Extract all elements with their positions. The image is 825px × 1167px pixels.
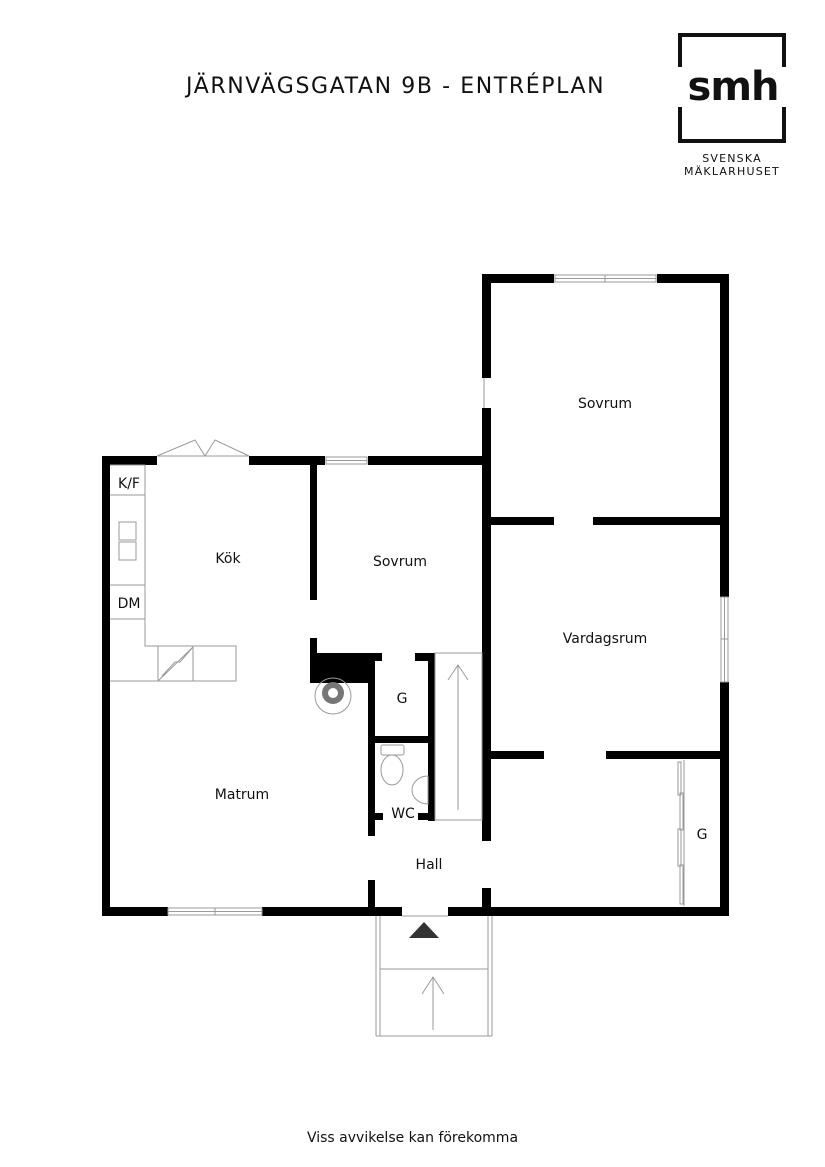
wall-north-right (657, 274, 729, 283)
windows (167, 274, 729, 916)
wall-vardag-hall-left (491, 751, 544, 759)
wall-central (482, 456, 491, 841)
label-sovrum-large: Sovrum (578, 396, 632, 412)
logo-line-1: SVENSKA (702, 152, 762, 165)
label-kok: Kök (215, 551, 241, 567)
stair-run (434, 652, 483, 821)
page-title: JÄRNVÄGSGATAN 9B - ENTRÉPLAN (186, 74, 606, 99)
label-vardagsrum: Vardagsrum (563, 631, 648, 647)
wall-south-mid (262, 907, 402, 916)
fireplace-icon (314, 677, 352, 715)
wall-stub (310, 638, 317, 658)
label-g-storage: G (397, 691, 408, 707)
wall-east-lower (720, 682, 729, 916)
wall-vardag-hall-right (606, 751, 720, 759)
wall-east-upper (720, 274, 729, 597)
wall-west-upper (482, 274, 491, 378)
label-matrum: Matrum (215, 787, 269, 803)
logo-wordmark: SVENSKA MÄKLARHUSET (670, 152, 794, 178)
disclaimer: Viss avvikelse kan förekomma (306, 1130, 519, 1146)
wall-wc-stub-right (418, 813, 430, 820)
wall-sovrum-vardag-right (593, 517, 720, 525)
wall-hall-stub-right (482, 888, 491, 910)
entrance-triangle-icon (409, 922, 439, 938)
logo-mark: smh (672, 67, 794, 107)
wardrobe (677, 760, 685, 906)
wall-g-top-left (317, 653, 382, 661)
sink-basin-1 (118, 521, 137, 541)
wall-kok-sovrum (310, 465, 317, 600)
wall-south-left (102, 907, 168, 916)
toilet-icon (380, 754, 404, 786)
kitchen-fixtures (110, 439, 250, 682)
wall-north-kitchen-left (102, 456, 157, 465)
hob-icon (157, 646, 194, 682)
label-sovrum-small: Sovrum (373, 554, 427, 570)
wall-g-east (428, 653, 435, 821)
wall-north-sovrum (368, 456, 490, 465)
label-kf: K/F (118, 476, 140, 492)
wc-fixtures (380, 744, 429, 805)
entrance-steps (375, 915, 493, 1037)
sink-icon (411, 775, 429, 805)
label-hall: Hall (416, 857, 443, 873)
logo-line-2: MÄKLARHUSET (684, 165, 780, 178)
wall-north-left (482, 274, 554, 283)
wall-west-mid (482, 408, 491, 458)
room-labels: K/F DM Kök Sovrum Sovrum Vardagsrum Matr… (118, 396, 708, 873)
wall-hall-stub-left (368, 880, 375, 910)
wall-west (102, 456, 110, 916)
wall-wc-stub-left (375, 813, 383, 820)
wall-north-kitchen-right (249, 456, 325, 465)
label-wc: WC (391, 806, 415, 822)
wall-g-wc (375, 736, 430, 743)
wall-sovrum-vardag-left (491, 517, 554, 525)
toilet-tank (380, 744, 405, 756)
smh-logo: smh (672, 33, 794, 143)
sink-basin-2 (118, 541, 137, 561)
stairs (434, 652, 483, 821)
wall-g-west (368, 653, 375, 836)
label-g-wardrobe: G (697, 827, 708, 843)
kitchen-counter (110, 464, 237, 682)
walls (102, 274, 729, 916)
label-dm: DM (118, 596, 141, 612)
wall-south-right (448, 907, 729, 916)
wall-g-top-right (415, 653, 435, 661)
balcony-door-swing (156, 439, 250, 457)
